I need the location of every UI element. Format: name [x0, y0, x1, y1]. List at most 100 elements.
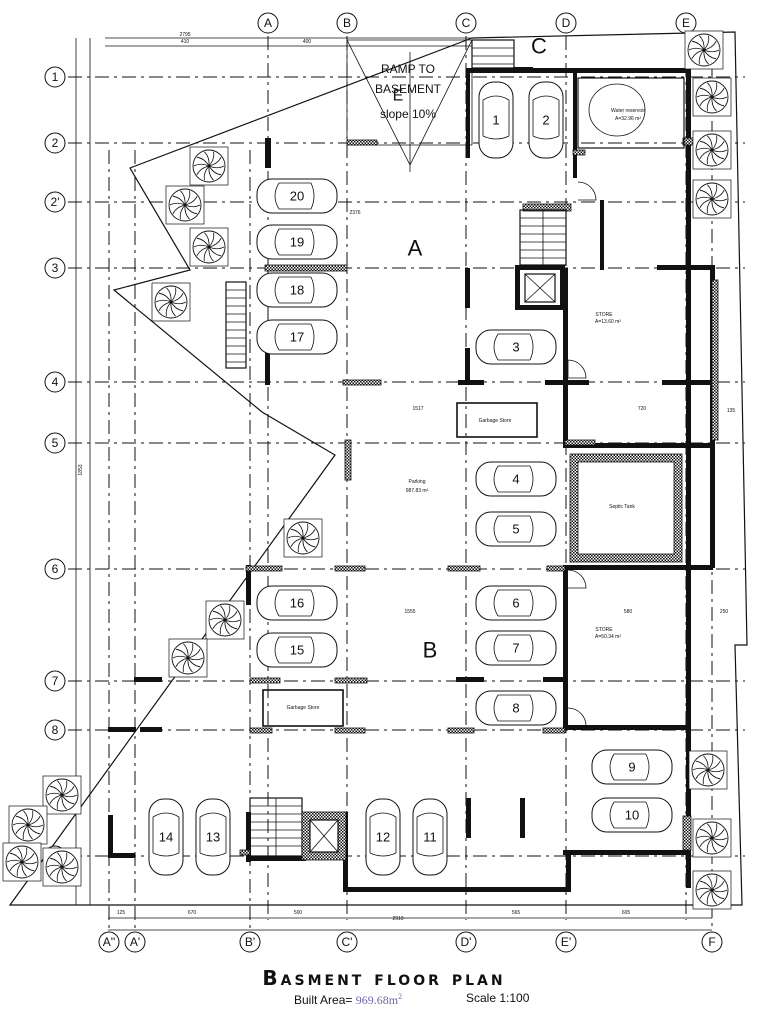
car-icon [528, 81, 564, 159]
grid-bubble-6 [44, 558, 66, 580]
car-icon [148, 798, 184, 876]
parking-area: Parking 987.83 m² [406, 479, 429, 494]
parking-space-number: 20 [290, 189, 304, 204]
parking-space-number: 3 [512, 340, 519, 355]
parking-label: Parking [409, 479, 426, 485]
parking-area-value: 987.83 m² [406, 488, 429, 494]
store-2: STORE A=50.34 m² [595, 627, 621, 640]
parking-space-5: 5 [475, 511, 557, 547]
tree-icon [168, 638, 208, 678]
parking-space-1: 1 [478, 81, 514, 159]
parking-space-number: 18 [290, 283, 304, 298]
parking-space-number: 10 [625, 808, 639, 823]
parking-space-2: 2 [528, 81, 564, 159]
parking-space-10: 10 [591, 797, 673, 833]
grid-bubble-2 [44, 132, 66, 154]
garbage-store-2: Garbage Store [262, 689, 344, 727]
grid-bubble-b1 [239, 931, 261, 953]
grid-label-5: 5 [52, 436, 59, 450]
garbage-store-1-label: Garbage Store [479, 418, 512, 424]
grid-bubble-2p [44, 191, 66, 213]
staircase-top-right [519, 209, 567, 266]
elevator-2 [301, 811, 347, 861]
parking-space-number: 4 [512, 472, 519, 487]
grid-bubble-e1 [555, 931, 577, 953]
dim-top-b: 400 [303, 39, 312, 45]
store-2-label: STORE [595, 627, 613, 633]
tree-icon [692, 818, 732, 858]
dim-bottom-670: 670 [188, 910, 197, 916]
tree-icon [692, 77, 732, 117]
tree-icon [692, 130, 732, 170]
parking-space-3: 3 [475, 329, 557, 365]
dim-bottom-565: 565 [512, 910, 521, 916]
tree-icon [42, 847, 82, 887]
zone-label-e: E [393, 88, 404, 105]
dim-bottom-605: 605 [622, 910, 631, 916]
grid-bubble-c [455, 12, 477, 34]
zone-label-a: A [408, 236, 423, 261]
grid-bubble-a [257, 12, 279, 34]
tree-icon [42, 775, 82, 815]
ramp-label-line2: BASEMENT [375, 82, 442, 96]
elevator-1 [524, 273, 556, 303]
grid-label-e: E [682, 16, 690, 30]
built-area: Built Area= 969.68m2 [294, 992, 402, 1008]
grid-bubble-7 [44, 670, 66, 692]
tree-icon [684, 30, 724, 70]
built-area-value: 969.68m [355, 993, 399, 1007]
site-boundary [8, 31, 748, 931]
staircase-ramp-top [471, 39, 515, 69]
parking-space-number: 5 [512, 522, 519, 537]
tree-icon [151, 282, 191, 322]
parking-space-number: 13 [206, 830, 220, 845]
grid-label-a2: A'' [103, 935, 116, 949]
tree-icon [205, 600, 245, 640]
tree-icon [692, 179, 732, 219]
drawing-scale: Scale 1:100 [466, 991, 530, 1005]
grid-label-8: 8 [52, 723, 59, 737]
dim-left-total: 1853 [78, 464, 84, 475]
drawing-title: Basment floor plan [262, 966, 506, 990]
parking-space-number: 11 [423, 830, 437, 845]
grid-bubble-a2 [98, 931, 120, 953]
parking-space-13: 13 [195, 798, 231, 876]
grid-label-2: 2 [52, 136, 59, 150]
garbage-store-1: Garbage Store [456, 402, 538, 438]
dim-right-250: 250 [720, 609, 729, 615]
grid-label-c: C [462, 16, 471, 30]
grid-label-3: 3 [52, 261, 59, 275]
parking-space-number: 1 [492, 113, 499, 128]
car-icon [412, 798, 448, 876]
grid-label-a1: A' [130, 935, 140, 949]
grid-bubbles-top: A B C D E [257, 12, 697, 34]
grid-bubble-d1 [455, 931, 477, 953]
dim-bottom-total: 2910 [392, 916, 403, 922]
zone-label-b: B [423, 638, 438, 663]
water-reservoir-area: A=32.96 m² [615, 116, 641, 122]
tree-icon [189, 227, 229, 267]
car-icon [478, 81, 514, 159]
grid-bubble-f [701, 931, 723, 953]
septic-tank-label: Septic Tank [609, 504, 635, 510]
dim-top-total: 2795 [179, 32, 190, 38]
grid-label-b1: B' [245, 935, 255, 949]
grid-label-a: A [264, 16, 272, 30]
parking-space-15: 15 [256, 632, 338, 668]
grid-bubbles-bottom: A'' A' B' C' D' E' F [98, 931, 723, 953]
ramp-label-line3: slope 10% [380, 107, 436, 121]
car-icon [195, 798, 231, 876]
grid-bubble-5 [44, 432, 66, 454]
staircase-left [225, 281, 247, 369]
grid-bubble-1 [44, 66, 66, 88]
store-1: STORE A=13.60 m² [595, 312, 621, 325]
dim-bottom-125: 125 [117, 910, 126, 916]
built-area-unit-exp: 2 [398, 992, 403, 1001]
parking-space-number: 8 [512, 701, 519, 716]
dim-bottom-500: 500 [294, 910, 303, 916]
parking-space-number: 17 [290, 330, 304, 345]
parking-space-8: 8 [475, 690, 557, 726]
dim-top-a: 410 [181, 39, 190, 45]
hatched-walls [239, 137, 719, 856]
